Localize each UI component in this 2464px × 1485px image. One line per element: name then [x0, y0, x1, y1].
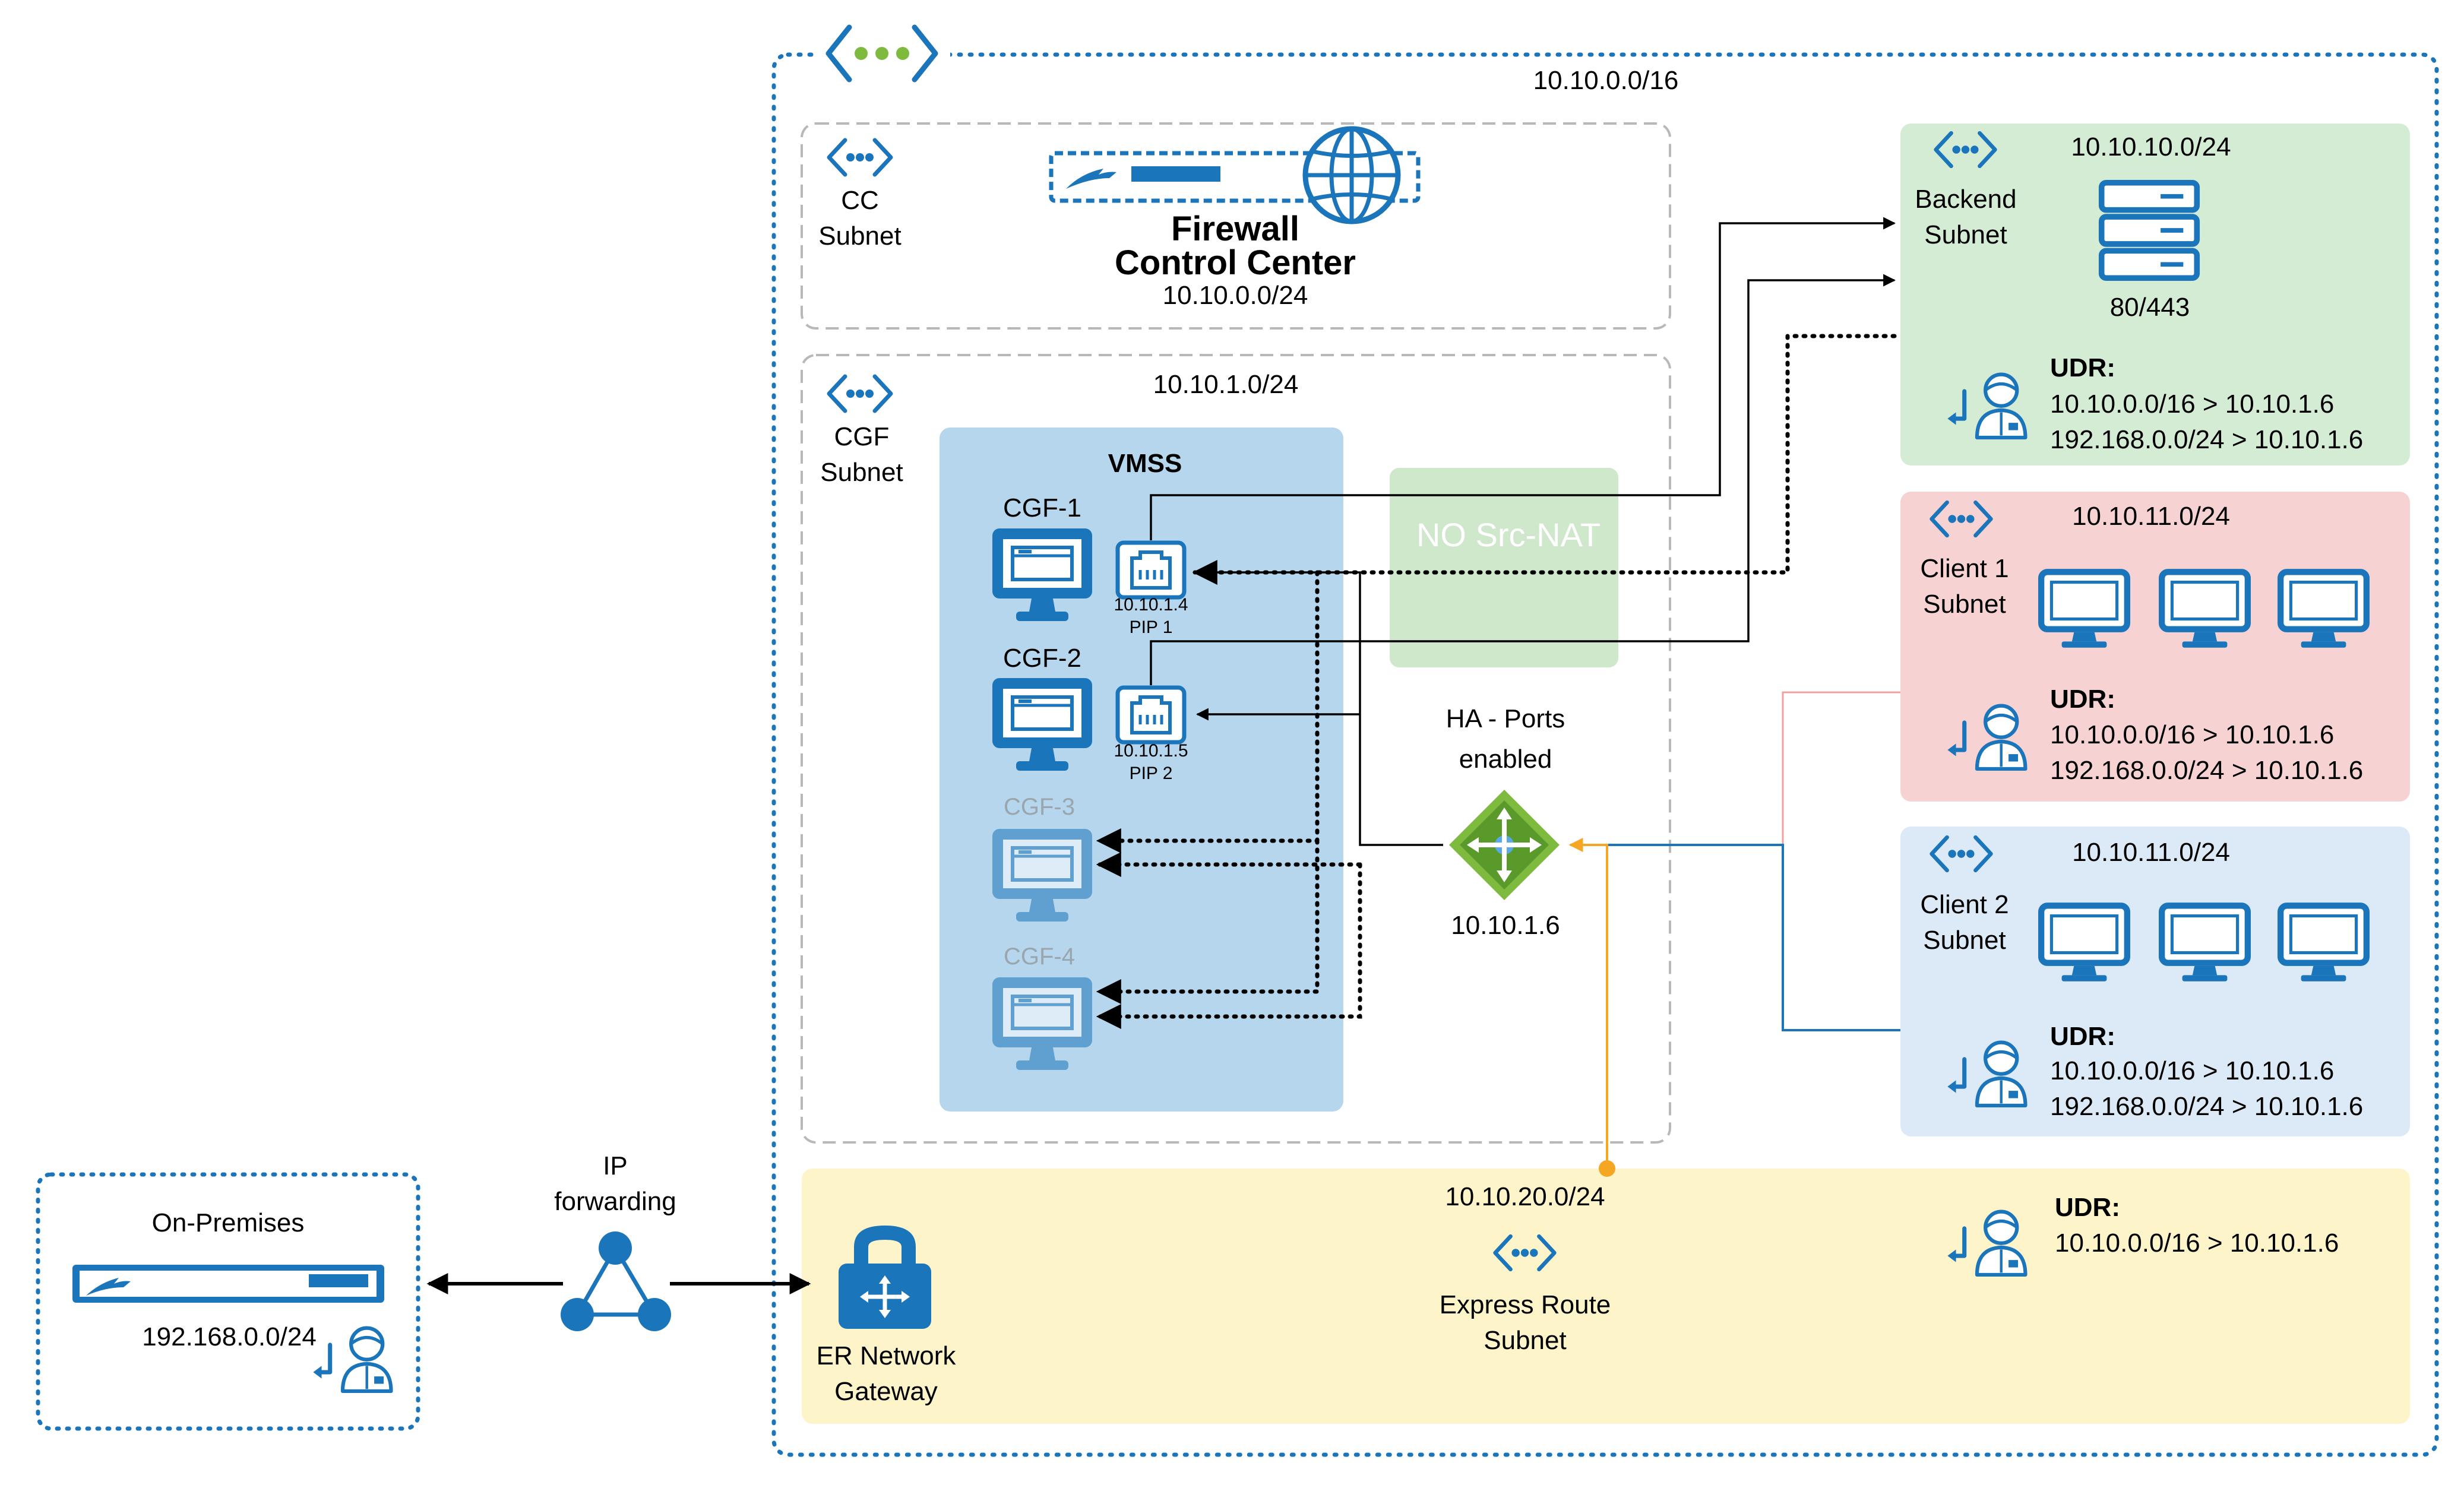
- cc-title-1: Firewall: [1171, 210, 1299, 248]
- cgf-1-ip: 10.10.1.4: [1114, 595, 1188, 615]
- client1-label-2: Subnet: [1923, 590, 2006, 619]
- cgf-4-name: CGF-4: [1004, 943, 1075, 970]
- er-gateway-label-1: ER Network: [817, 1341, 957, 1370]
- cc-title-2: Control Center: [1115, 243, 1356, 282]
- er-label-2: Subnet: [1484, 1326, 1566, 1355]
- client2-label-1: Client 2: [1920, 890, 2008, 919]
- cgf-1-nic-icon: [1118, 543, 1184, 597]
- cgf-2-name: CGF-2: [1003, 644, 1081, 673]
- er-udr-title: UDR:: [2055, 1193, 2120, 1222]
- er-udr-1: 10.10.0.0/16 > 10.10.1.6: [2055, 1228, 2339, 1258]
- cgf1-to-backend-line: [1150, 217, 1896, 540]
- er-gateway-lock-icon: [839, 1226, 931, 1329]
- cc-subnet: CC Subnet Firewall Control Center 10.10.…: [801, 122, 1671, 330]
- backend-dotted-line: [1192, 334, 1897, 585]
- cc-subnet-vnet-icon: [829, 140, 891, 175]
- client1-udr-1: 10.10.0.0/16 > 10.10.1.6: [2050, 720, 2334, 749]
- backend-label-1: Backend: [1915, 185, 2016, 214]
- cgf-subnet-label-2: Subnet: [820, 458, 903, 487]
- onprem-firewall-icon: [72, 1265, 384, 1303]
- client1-udr-2: 192.168.0.0/24 > 10.10.1.6: [2050, 756, 2363, 785]
- load-balancer-icon: [1449, 790, 1560, 900]
- backend-udr-title: UDR:: [2050, 353, 2115, 382]
- ip-forwarding-label-1: IP: [603, 1151, 628, 1180]
- er-subnet: 10.10.20.0/24 Express Route Subnet ER Ne…: [802, 1169, 2410, 1424]
- er-connector-dot: [1599, 1160, 1615, 1177]
- cgf2-to-backend-line: [1150, 274, 1896, 685]
- onprem-box: On-Premises 192.168.0.0/24: [36, 1172, 420, 1431]
- ha-ports-label-2: enabled: [1459, 745, 1552, 774]
- client1-udr-title: UDR:: [2050, 685, 2115, 714]
- cgf-2-ip: 10.10.1.5: [1114, 741, 1188, 761]
- er-cidr: 10.10.20.0/24: [1445, 1182, 1605, 1211]
- onprem-cidr: 192.168.0.0/24: [142, 1322, 317, 1351]
- cgf-2-nic-icon: [1118, 688, 1184, 742]
- client2-cidr: 10.10.11.0/24: [2072, 838, 2230, 867]
- backend-ports: 80/443: [2110, 293, 2190, 322]
- lb-to-cgf1-line: [1195, 566, 1443, 846]
- cc-subnet-cidr: 10.10.0.0/24: [1163, 281, 1308, 310]
- cgf-1-pip: PIP 1: [1130, 618, 1173, 637]
- dotted-to-cgf4b-line: [1096, 862, 1362, 1029]
- backend-label-2: Subnet: [1924, 220, 2007, 249]
- ip-forwarding-triangle-icon: [561, 1231, 671, 1331]
- ha-ports-label-1: HA - Ports: [1446, 704, 1565, 733]
- no-nat-box: [1390, 468, 1618, 667]
- er-to-lb-line: [1568, 838, 1608, 1169]
- ip-forwarding-label-2: forwarding: [554, 1187, 676, 1216]
- vnet-icon: [825, 24, 938, 83]
- globe-icon: [1302, 126, 1401, 224]
- backend-udr-1: 10.10.0.0/16 > 10.10.1.6: [2050, 390, 2334, 419]
- cgf-3-name: CGF-3: [1004, 794, 1075, 820]
- cgf-subnet-cidr: 10.10.1.0/24: [1153, 370, 1299, 399]
- lb-ip: 10.10.1.6: [1451, 911, 1560, 940]
- cgf-subnet-vnet-icon: [829, 376, 891, 411]
- onprem-user-icon: [313, 1328, 391, 1391]
- client2-udr-2: 192.168.0.0/24 > 10.10.1.6: [2050, 1092, 2363, 1121]
- client2-subnet: 10.10.11.0/24 Client 2 Subnet UDR: 10.10…: [1900, 827, 2410, 1136]
- no-nat-label: NO Src-NAT: [1416, 516, 1601, 553]
- cc-subnet-label-2: Subnet: [818, 221, 901, 251]
- cgf-subnet: CGF Subnet 10.10.1.0/24 VMSS NO Src-NAT …: [801, 354, 1671, 1144]
- backend-cidr: 10.10.10.0/24: [2071, 132, 2231, 162]
- client2-to-lb-line: [1603, 844, 1900, 1031]
- client1-cidr: 10.10.11.0/24: [2072, 502, 2230, 531]
- client1-label-1: Client 1: [1920, 554, 2008, 583]
- vnet-cidr: 10.10.0.0/16: [1533, 66, 1679, 95]
- server-icon: [2102, 183, 2197, 278]
- client2-udr-1: 10.10.0.0/16 > 10.10.1.6: [2050, 1056, 2334, 1085]
- backend-udr-2: 192.168.0.0/24 > 10.10.1.6: [2050, 425, 2363, 454]
- connectors: [426, 217, 1900, 1294]
- client1-subnet: 10.10.11.0/24 Client 1 Subnet UDR: 10.10…: [1900, 492, 2410, 802]
- cc-subnet-label-1: CC: [841, 186, 879, 215]
- client2-label-2: Subnet: [1923, 926, 2006, 955]
- cgf-subnet-label-1: CGF: [834, 422, 890, 451]
- backend-subnet: 10.10.10.0/24 Backend Subnet 80/443 UDR:…: [1900, 124, 2410, 466]
- onprem-title: On-Premises: [152, 1208, 305, 1237]
- cgf-2-pip: PIP 2: [1130, 764, 1173, 783]
- er-gateway-label-2: Gateway: [834, 1377, 938, 1406]
- vmss-label: VMSS: [1108, 449, 1182, 478]
- er-label-1: Express Route: [1440, 1290, 1611, 1319]
- vnet-container: 10.10.0.0/16: [771, 24, 2439, 1457]
- client1-to-lb-line: [1782, 691, 1900, 845]
- cgf-1-name: CGF-1: [1003, 493, 1081, 523]
- dotted-to-cgf4-line: [1096, 838, 1320, 1004]
- client2-udr-title: UDR:: [2050, 1022, 2115, 1051]
